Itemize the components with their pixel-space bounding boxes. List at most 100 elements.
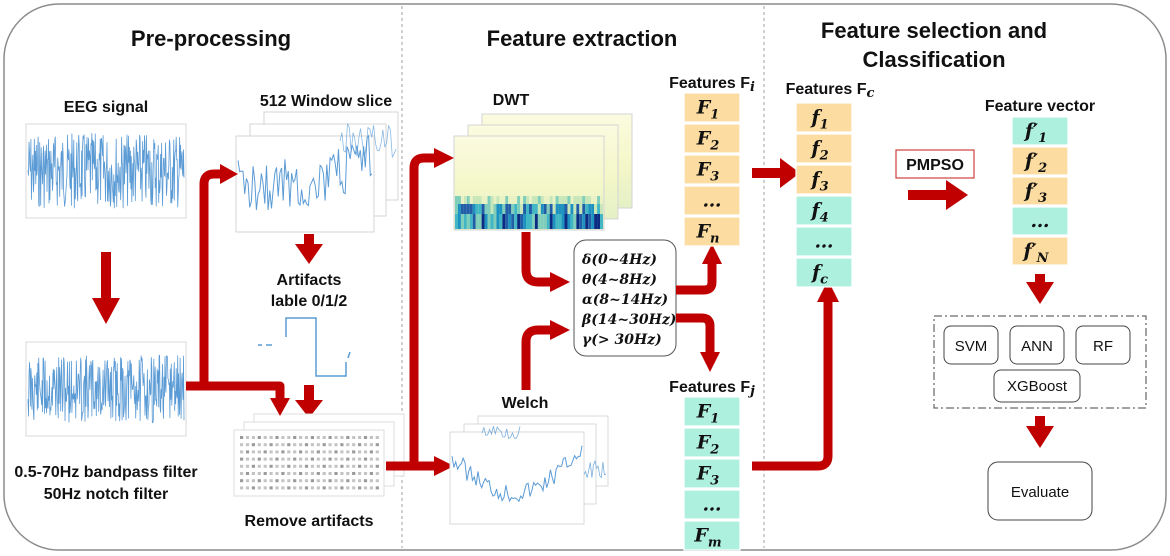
feature-vector-item: f′N [1011, 236, 1069, 266]
arrow-to-evaluate [1026, 416, 1054, 448]
eeg-signal-label: EEG signal [64, 99, 148, 116]
window-slice-label: 512 Window slice [260, 93, 392, 110]
remove-artifacts-stack [233, 413, 405, 497]
pmpso-box [895, 149, 975, 179]
arrow-fj-to-fc [752, 300, 833, 471]
feature-fj-item: F1 [683, 396, 741, 427]
feature-fi-item: F2 [683, 123, 741, 154]
arrow-to-extraction [386, 153, 436, 471]
features-fc-label: Features Fc [786, 81, 875, 101]
filter-label-line2: 50Hz notch filter [44, 486, 168, 503]
feature-fi-text: F2 [696, 128, 720, 154]
svm-label: SVM [955, 338, 988, 355]
eeg-filtered-trace [27, 354, 185, 424]
band-theta: θ(4~8Hz) [582, 272, 657, 288]
ann-label: ANN [1021, 338, 1053, 355]
evaluate-box [987, 461, 1093, 521]
pmpso-label: PMPSO [906, 157, 964, 174]
feature-fc-text: … [815, 231, 834, 253]
feature-vector-text: f′3 [1023, 180, 1047, 206]
arrow-dwt-to-bands [521, 232, 552, 287]
feature-vector-text: f′2 [1023, 150, 1047, 176]
artifacts-label-line1: Artifacts [277, 272, 342, 289]
feature-vector-item: f′2 [1011, 146, 1069, 176]
feature-fj-text: F2 [696, 432, 720, 458]
feature-fi-item: F3 [683, 154, 741, 185]
feature-fi-text: … [703, 190, 722, 212]
evaluate-label: Evaluate [1011, 484, 1069, 501]
xgboost-box [993, 369, 1081, 403]
band-delta: δ(0~4Hz) [581, 252, 657, 268]
dwt-label: DWT [493, 92, 530, 109]
arrow-head-bands-fi [702, 244, 722, 264]
band-beta: β(14~30Hz) [581, 312, 676, 328]
window-slice-stack [235, 111, 399, 233]
feature-fj-text: … [703, 494, 722, 516]
feature-fj-item: Fm [683, 520, 741, 551]
feature-fj-text: F1 [696, 401, 720, 427]
feature-vector-column: f′1 f′2 f′3 … f′N [1011, 116, 1069, 266]
feature-fj-item: F2 [683, 427, 741, 458]
arrow-head-welch-bands [550, 320, 570, 340]
title-feature-extraction: Feature extraction [487, 26, 678, 51]
arrow-artifacts-to-remove [295, 385, 323, 418]
feature-fc-item: f3 [795, 164, 853, 195]
arrow-head-to-welch [434, 456, 454, 476]
arrow-welch-to-bands [521, 325, 552, 390]
feature-fi-item: Fn [683, 216, 741, 247]
remove-artifacts-label: Remove artifacts [245, 513, 374, 530]
feature-fc-text: f1 [809, 107, 828, 133]
classifiers-group [933, 315, 1147, 409]
feature-fi-text: F3 [696, 159, 720, 185]
feature-fc-text: f3 [809, 169, 828, 195]
frequency-bands-box [573, 239, 677, 357]
feature-fj-text: F3 [696, 463, 720, 489]
feature-fc-item: f2 [795, 133, 853, 164]
eeg-raw-trace [27, 133, 185, 209]
features-fi-label: Features Fi [669, 75, 755, 95]
feature-fj-text: Fm [693, 525, 721, 551]
feature-fi-text: F1 [696, 97, 720, 123]
band-gamma: γ(> 30Hz) [582, 332, 662, 348]
arrow-bands-to-fj [676, 313, 715, 354]
title-preprocessing: Pre-processing [131, 26, 291, 51]
feature-fi-item: … [683, 185, 741, 216]
rf-box [1075, 325, 1131, 365]
title-selection-line2: Classification [862, 47, 1005, 72]
feature-fc-item: f1 [795, 102, 853, 133]
arrow-head-bands-fj [700, 352, 720, 372]
feature-fc-text: f2 [809, 138, 828, 164]
artifacts-label-line2: lable 0/1/2 [271, 293, 348, 310]
feature-vector-item: … [1011, 206, 1069, 236]
arrow-head-to-dwt [434, 148, 454, 168]
feature-fi-item: F1 [683, 92, 741, 123]
arrow-filtered-branch [186, 169, 285, 400]
feature-fj-item: … [683, 489, 741, 520]
feature-fc-text: fc [810, 262, 828, 288]
filter-label-line1: 0.5-70Hz bandpass filter [14, 464, 197, 481]
xgboost-label: XGBoost [1007, 378, 1068, 395]
band-alpha: α(8~14Hz) [582, 292, 668, 308]
arrow-window-to-artifacts [295, 234, 323, 264]
dwt-stack [453, 113, 633, 231]
arrow-head-to-window [220, 164, 238, 184]
feature-vector-item: f′1 [1011, 116, 1069, 146]
feature-vector-label: Feature vector [985, 98, 1095, 115]
feature-vector-text: … [1031, 210, 1050, 232]
arrow-head-fj-fc [817, 280, 839, 302]
feature-fc-item: … [795, 226, 853, 257]
feature-fc-item: fc [795, 257, 853, 288]
arrow-head-to-remove [270, 398, 290, 416]
arrow-vector-to-classifiers [1026, 274, 1054, 304]
feature-vector-text: f′N [1021, 240, 1049, 266]
arrow-head-dwt-bands [550, 272, 570, 292]
arrow-pmpso [908, 180, 968, 210]
title-selection-line1: Feature selection and [821, 18, 1047, 43]
feature-vector-text: f′1 [1023, 120, 1047, 146]
feature-fc-item: f4 [795, 195, 853, 226]
welch-label: Welch [502, 395, 549, 412]
